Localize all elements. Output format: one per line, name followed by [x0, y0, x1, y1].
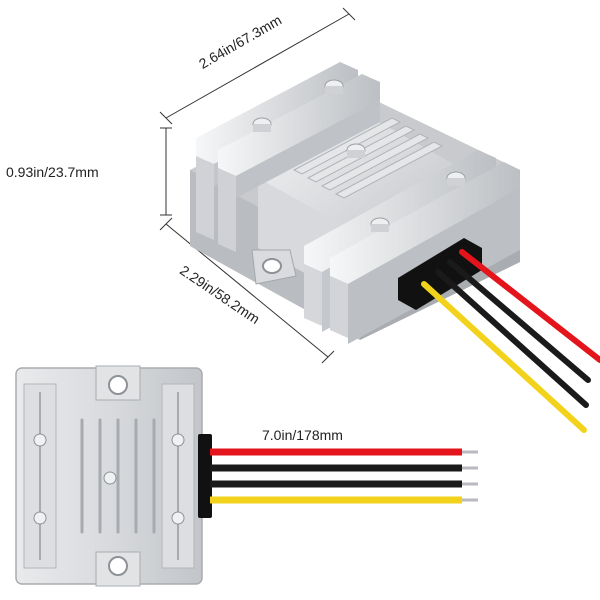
front-center-fins: [80, 418, 156, 534]
front-wire-grommet: [198, 434, 212, 518]
mount-hole-bottom: [108, 556, 128, 576]
converter-front-view: [15, 365, 478, 587]
dimension-line-width: [159, 7, 356, 125]
front-screw-heads: [33, 433, 185, 525]
wires-front: [210, 448, 478, 504]
mounting-tab: [251, 249, 297, 285]
dimension-line-height: [160, 127, 172, 216]
screw-heads: [252, 79, 466, 232]
dimension-label-height: 0.93in/23.7mm: [6, 164, 99, 180]
cooling-fins-left: [196, 62, 380, 252]
dimension-label-wire-length: 7.0in/178mm: [262, 427, 343, 443]
converter-isometric: [190, 62, 600, 433]
cooling-fins-center: [292, 117, 444, 199]
mount-hole-top: [108, 375, 128, 395]
wires-isometric: [421, 249, 600, 433]
